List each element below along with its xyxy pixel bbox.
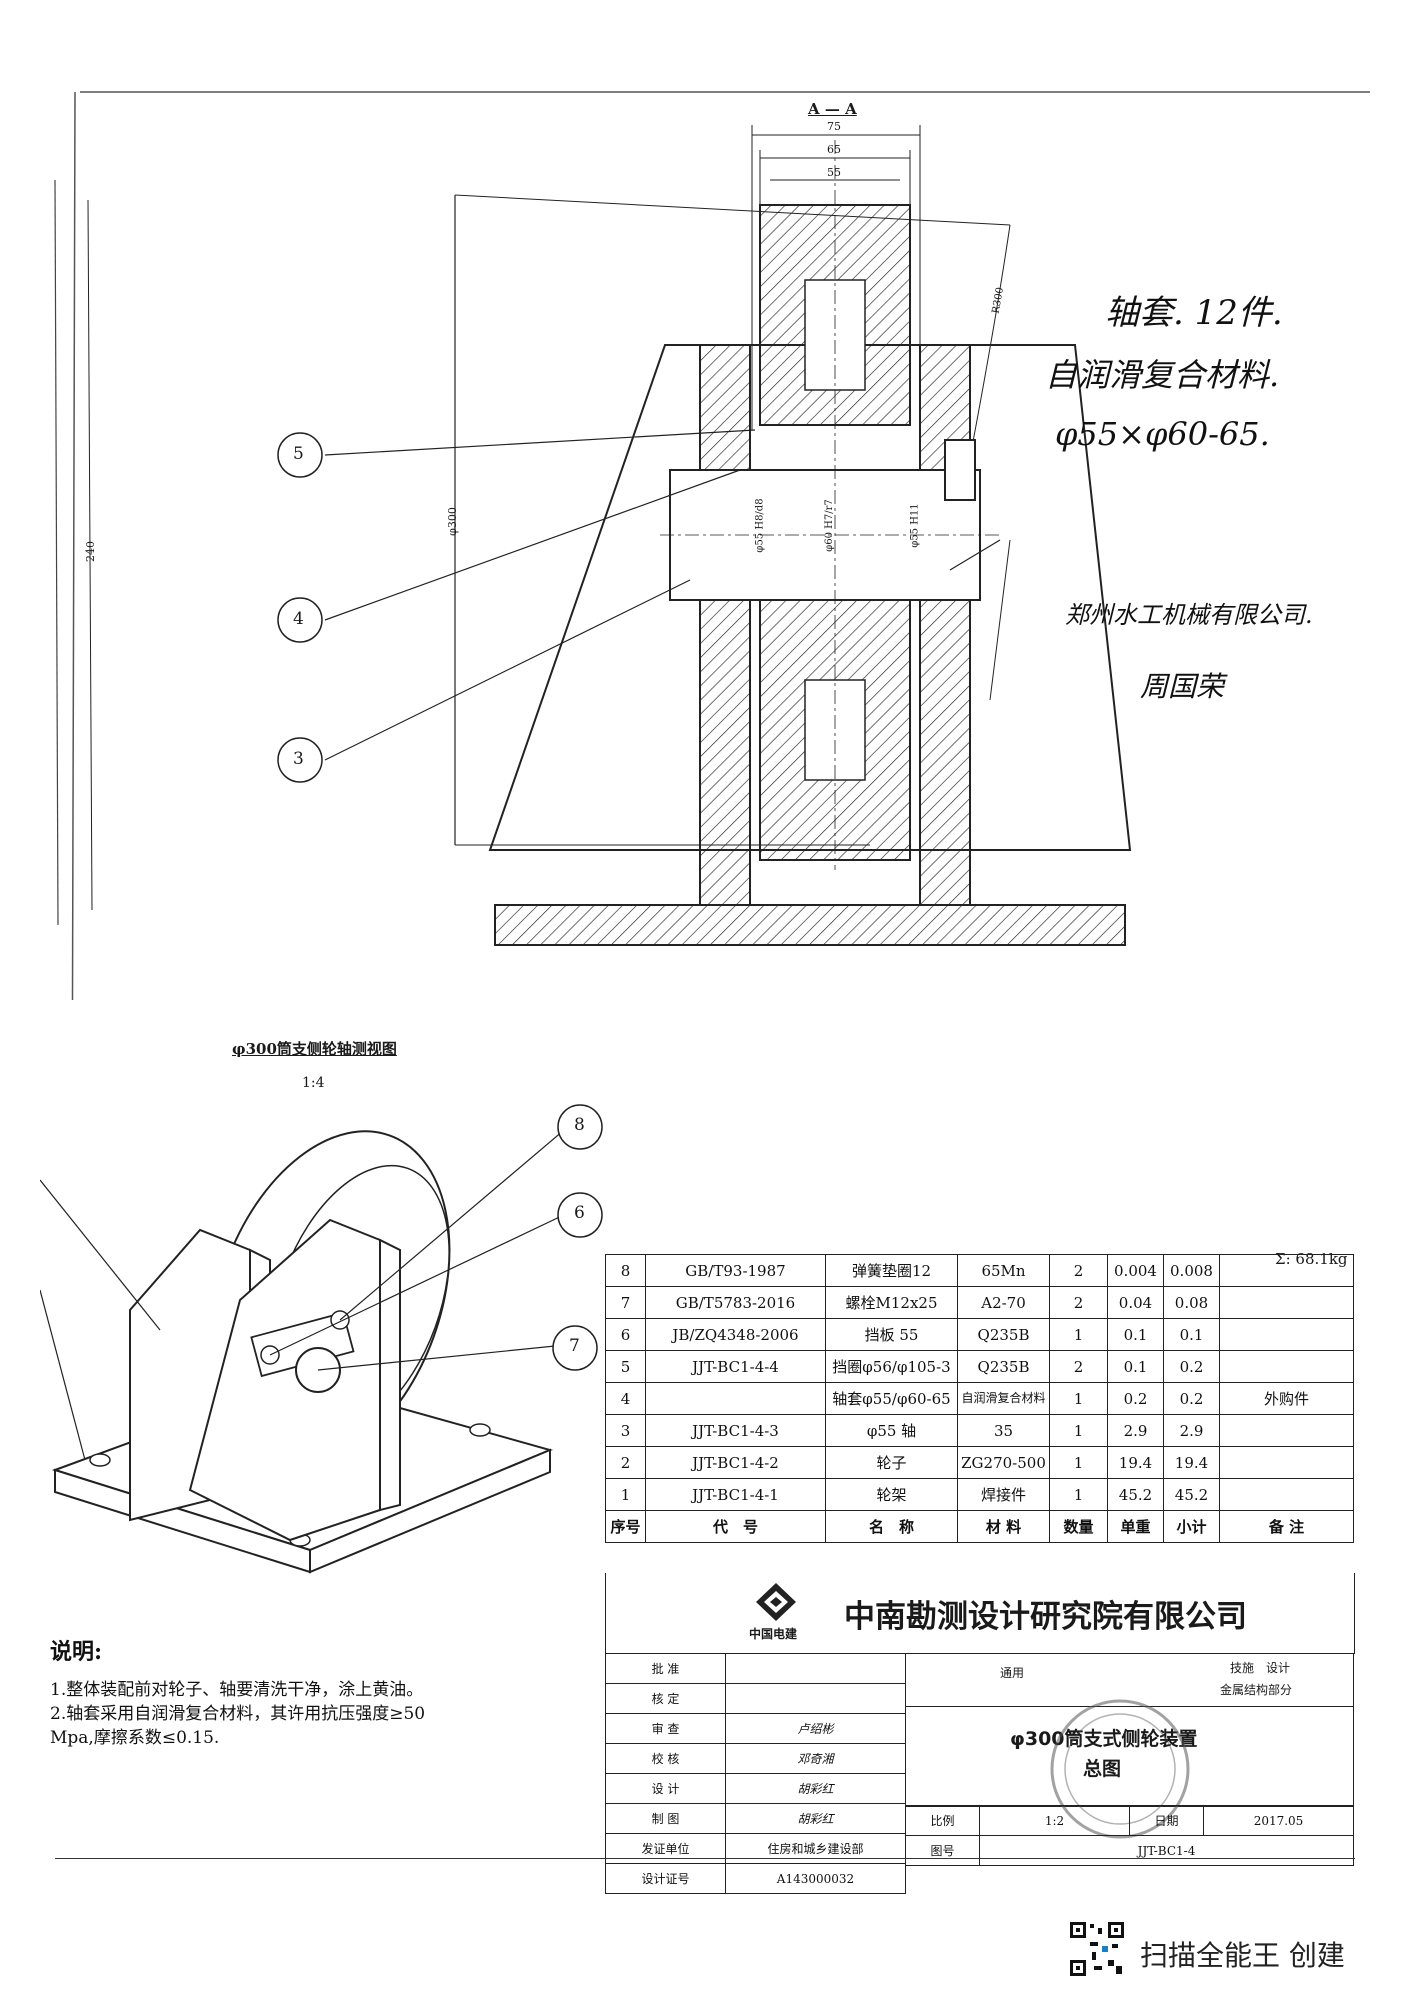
handnote-line1: 轴套. 12件. [1105,293,1283,333]
section-view-aa [54,91,1370,1000]
signature-checker: 邓奇湘 [725,1743,906,1774]
note-item-2: 2.轴套采用自润滑复合材料，其许用抗压强度≥50 [50,1704,426,1724]
sheet-bottom-border [55,1858,1355,1859]
scale-value: 1:2 [979,1805,1130,1836]
fit-2: φ60 H7/r7 [823,499,835,552]
qr-code-icon [1068,1920,1126,1978]
notes-title: 说明: [50,1639,103,1665]
signature-designer: 胡彩红 [725,1773,906,1804]
handnote-line3: φ55×φ60-65. [1055,415,1270,453]
powerchina-logo-icon [756,1583,796,1621]
balloon-7: 7 [569,1336,580,1356]
bom-header: 序号代 号名 称材 料数量单重小计备 注 [605,1510,1354,1543]
handnote-line2: 自润滑复合材料. [1045,356,1280,394]
logo-text: 中国电建 [749,1627,798,1641]
company-name: 中南勘测设计研究院有限公司 [844,1599,1247,1635]
iso-scale: 1:4 [302,1075,325,1091]
isometric-view [40,1124,571,1574]
cert-no: A143000032 [725,1863,906,1894]
fit-1: φ55 H8/d8 [754,498,766,553]
balloon-4: 4 [293,609,304,629]
dim-55: 55 [827,166,841,179]
dim-65: 65 [827,143,841,156]
note-item-1: 1.整体装配前对轮子、轴要清洗干净，涂上黄油。 [50,1680,424,1700]
usage: 通用 [1000,1666,1025,1680]
iso-title: φ300筒支侧轮轴测视图 [232,1040,397,1058]
drawing-number: JJT-BC1-4 [979,1835,1354,1866]
fit-3: φ55 H11 [909,503,921,548]
drawing-title-area: 通用 技施 设计 金属结构部分 φ300筒支式侧轮装置 总图 [905,1653,1354,1839]
notes: 说明: 1.整体装配前对轮子、轴要清洗干净，涂上黄油。 2.轴套采用自润滑复合材… [50,1640,520,1750]
date-value: 2017.05 [1203,1805,1354,1836]
signature-block: 批 准 核 定 审 查卢绍彬 校 核邓奇湘 设 计胡彩红 制 图胡彩红 发证单位… [605,1653,906,1894]
handnote-line4: 郑州水工机械有限公司. [1065,601,1313,629]
dim-phi300: φ300 [445,507,459,536]
section-title: A — A [808,100,857,118]
company-banner: 中国电建 中南勘测设计研究院有限公司 [605,1573,1355,1654]
balloon-8: 8 [574,1115,585,1135]
dim-75: 75 [827,120,841,133]
dim-240: 240 [84,541,97,562]
note-item-3: Mpa,摩擦系数≤0.15. [50,1728,220,1748]
balloon-3: 3 [293,749,304,769]
balloon-6: 6 [574,1203,585,1223]
handnote-line5: 周国荣 [1140,670,1225,703]
balloon-5: 5 [293,444,304,464]
footer-watermark: 扫描全能王 创建 [1140,1939,1345,1972]
issuer: 住房和城乡建设部 [725,1833,906,1864]
iso-balloons [552,1104,603,1371]
drawing-title-2: 总图 [1083,1758,1122,1780]
dept: 金属结构部分 [1220,1683,1293,1697]
scale-date-block: 比例 1:2 日期 2017.05 图号 JJT-BC1-4 [905,1805,1354,1866]
stage: 技施 设计 [1230,1661,1291,1675]
signature-drafter: 胡彩红 [725,1803,906,1834]
signature-reviewer: 卢绍彬 [725,1713,906,1744]
